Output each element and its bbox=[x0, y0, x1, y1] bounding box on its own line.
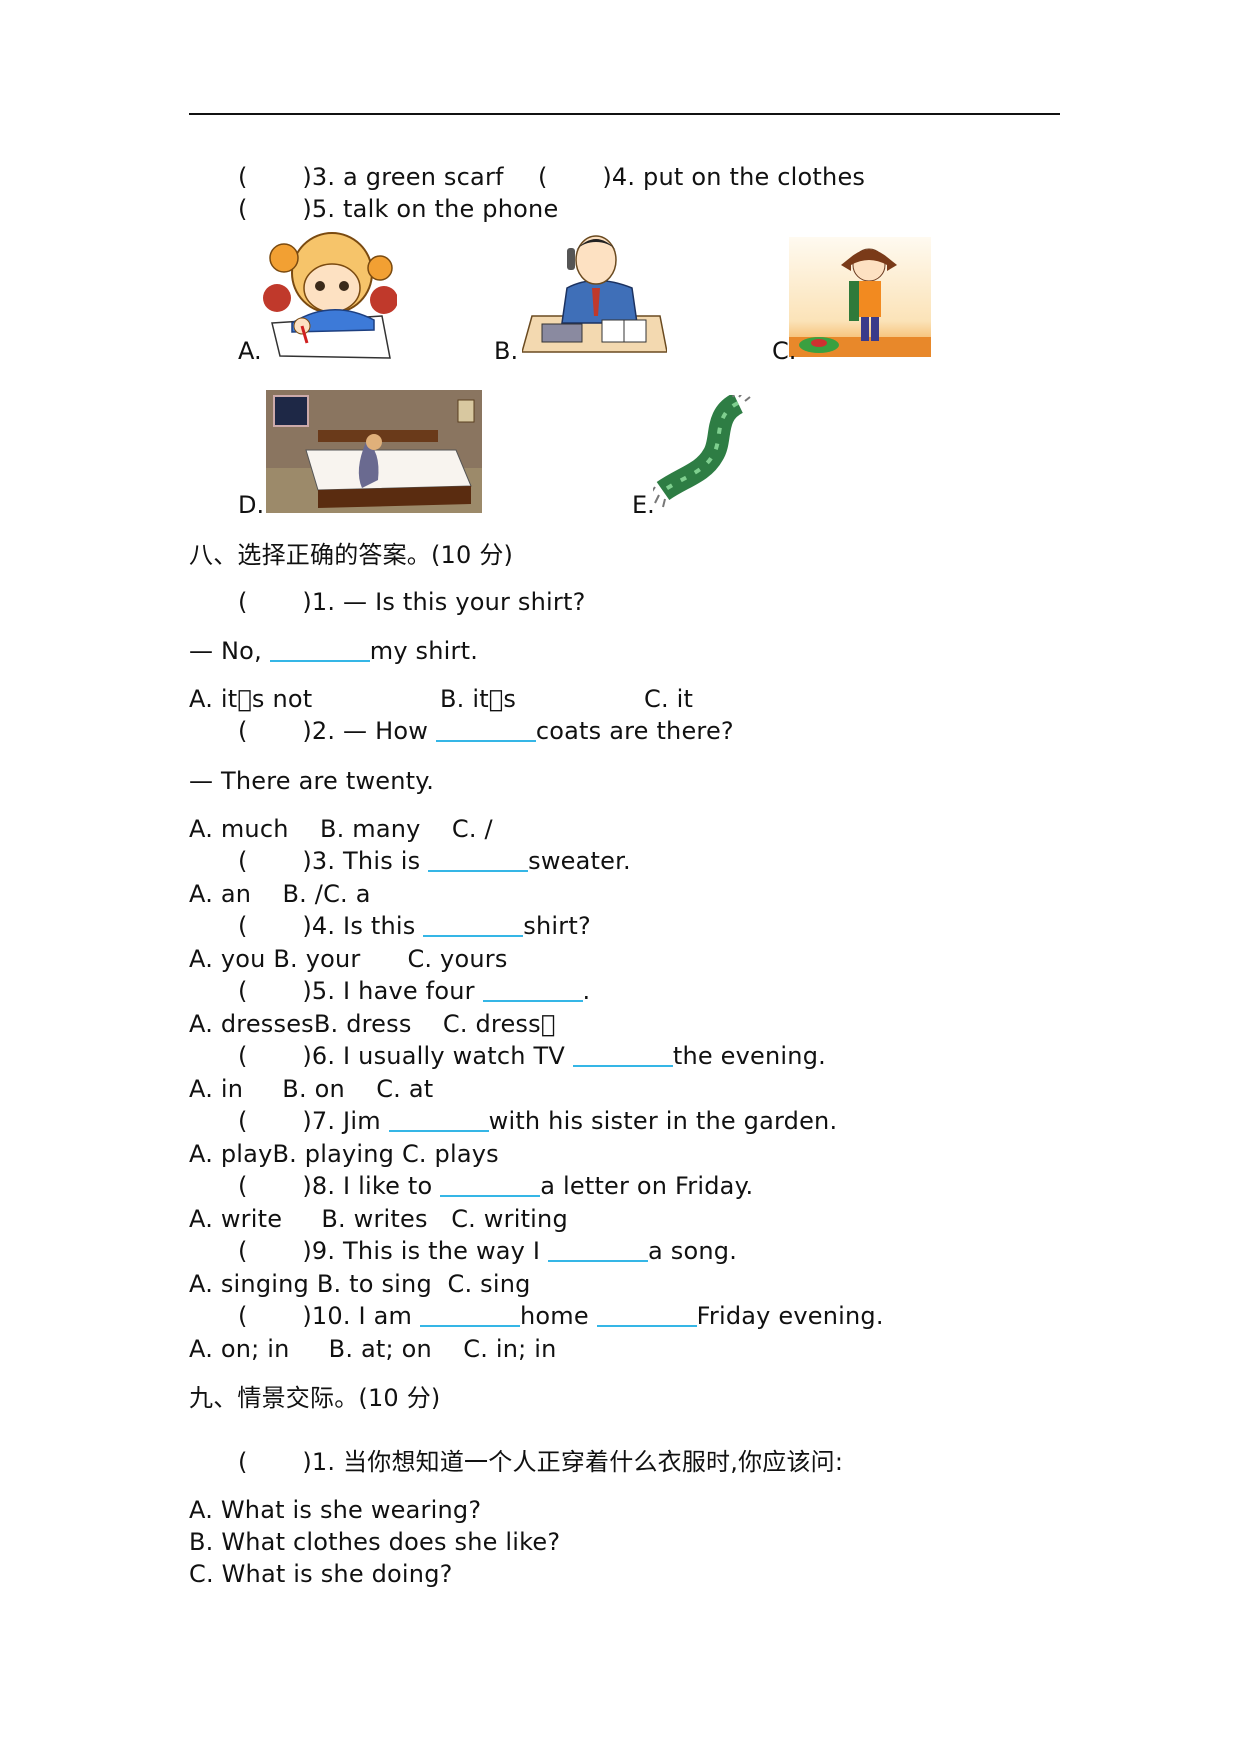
q9-1-opt-b: B. What clothes does she like? bbox=[189, 1528, 561, 1556]
q8-9-opts: A. singing B. to sing C. sing bbox=[189, 1270, 531, 1298]
option-label-a: A. bbox=[238, 337, 262, 365]
section9-title: 九、情景交际。(10 分) bbox=[189, 1384, 441, 1412]
q8-3-opts: A. an B. /C. a bbox=[189, 880, 371, 908]
bedroom-image bbox=[266, 390, 482, 513]
answer-blank[interactable] bbox=[440, 1173, 541, 1197]
q8-4: ( )4. Is this shirt? bbox=[238, 912, 591, 940]
q8-1-opt-a: A. it s not bbox=[189, 685, 313, 713]
girl-drawing-image bbox=[263, 232, 397, 359]
answer-blank[interactable] bbox=[482, 978, 583, 1002]
header-rule bbox=[189, 113, 1060, 115]
answer-blank[interactable] bbox=[435, 718, 536, 742]
q8-3: ( )3. This is sweater. bbox=[238, 847, 631, 875]
green-scarf-image bbox=[653, 395, 751, 508]
q8-5: ( )5. I have four . bbox=[238, 977, 591, 1005]
q8-7-opts: A. playB. playing C. plays bbox=[189, 1140, 499, 1168]
answer-blank[interactable] bbox=[388, 1108, 489, 1132]
q8-7: ( )7. Jim with his sister in the garden. bbox=[238, 1107, 838, 1135]
q8-1: ( )1. — Is this your shirt? bbox=[238, 588, 586, 616]
answer-blank[interactable] bbox=[572, 1043, 673, 1067]
answer-blank[interactable] bbox=[423, 913, 524, 937]
q8-1-opt-c: C. it bbox=[644, 685, 694, 713]
q9-1: ( )1. 当你想知道一个人正穿着什么衣服时,你应该问: bbox=[238, 1448, 844, 1476]
option-label-c: C. bbox=[772, 337, 797, 365]
q7-3: ( )3. a green scarf bbox=[238, 163, 504, 191]
girl-scarf-image bbox=[789, 237, 931, 357]
man-phone-image bbox=[522, 235, 667, 353]
q8-10: ( )10. I am home Friday evening. bbox=[238, 1302, 884, 1330]
q7-5: ( )5. talk on the phone bbox=[238, 195, 559, 223]
answer-blank[interactable] bbox=[596, 1303, 697, 1327]
q8-2: ( )2. — How coats are there? bbox=[238, 717, 734, 745]
answer-blank[interactable] bbox=[419, 1303, 520, 1327]
q9-1-opt-c: C. What is she doing? bbox=[189, 1560, 453, 1588]
q8-2-answer: — There are twenty. bbox=[189, 767, 435, 795]
q8-6-opts: A. in B. on C. at bbox=[189, 1075, 434, 1103]
q8-1-opt-b: B. it s bbox=[440, 685, 517, 713]
q7-4: ( )4. put on the clothes bbox=[538, 163, 866, 191]
answer-blank[interactable] bbox=[269, 638, 370, 662]
q8-2-opts: A. much B. many C. / bbox=[189, 815, 493, 843]
q8-4-opts: A. you B. your C. yours bbox=[189, 945, 508, 973]
answer-blank[interactable] bbox=[428, 848, 529, 872]
section8-title: 八、选择正确的答案。(10 分) bbox=[189, 541, 514, 569]
option-label-b: B. bbox=[494, 337, 519, 365]
option-label-e: E. bbox=[632, 491, 655, 519]
q8-8: ( )8. I like to a letter on Friday. bbox=[238, 1172, 754, 1200]
option-label-d: D. bbox=[238, 491, 265, 519]
q9-1-opt-a: A. What is she wearing? bbox=[189, 1496, 482, 1524]
q8-5-opts: A. dressesB. dress C. dress  bbox=[189, 1010, 556, 1038]
q8-9: ( )9. This is the way I a song. bbox=[238, 1237, 738, 1265]
q8-10-opts: A. on; in B. at; on C. in; in bbox=[189, 1335, 557, 1363]
q8-6: ( )6. I usually watch TV the evening. bbox=[238, 1042, 826, 1070]
q8-1-answer-line: — No, my shirt. bbox=[189, 637, 479, 665]
q8-8-opts: A. write B. writes C. writing bbox=[189, 1205, 568, 1233]
answer-blank[interactable] bbox=[548, 1238, 649, 1262]
